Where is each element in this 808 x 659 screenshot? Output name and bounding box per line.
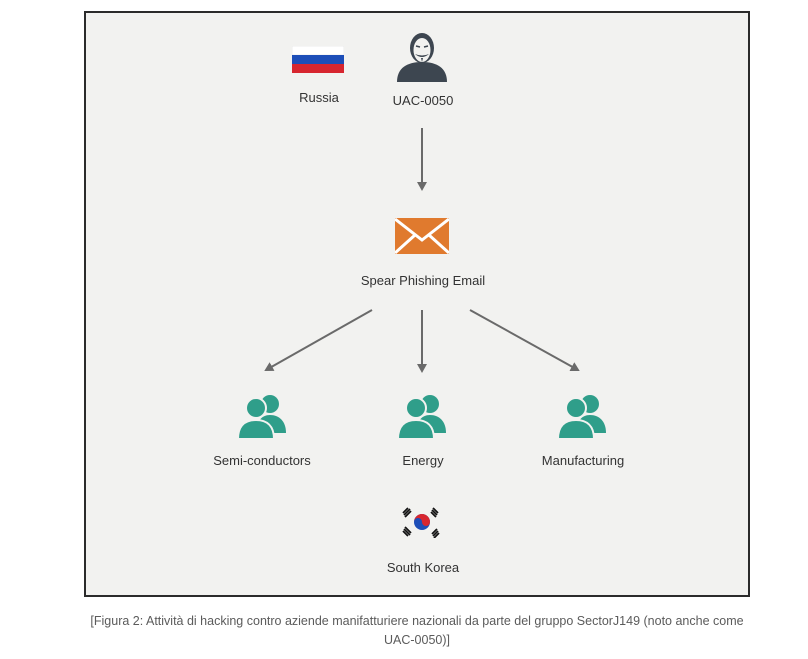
semiconductors-label: Semi-conductors [213, 453, 311, 468]
energy-user-group-icon [396, 395, 446, 439]
russia-flag-icon [292, 46, 344, 73]
edge-email-to-manufacturing [469, 309, 580, 371]
email-label: Spear Phishing Email [360, 273, 486, 288]
diagram-frame [84, 11, 750, 597]
south-korea-label: South Korea [386, 560, 460, 575]
envelope-icon [395, 218, 449, 254]
semiconductors-user-group-icon [236, 395, 286, 439]
manufacturing-user-group-icon [556, 395, 606, 439]
actor-label: UAC-0050 [392, 93, 454, 108]
energy-label: Energy [402, 453, 444, 468]
south-korea-flag-icon [402, 507, 440, 538]
edge-email-to-semiconductors [264, 309, 373, 371]
russia-label: Russia [299, 90, 339, 105]
hacker-mask-icon [397, 33, 447, 82]
manufacturing-label: Manufacturing [541, 453, 625, 468]
figure-caption: [Figura 2: Attività di hacking contro az… [90, 614, 744, 647]
